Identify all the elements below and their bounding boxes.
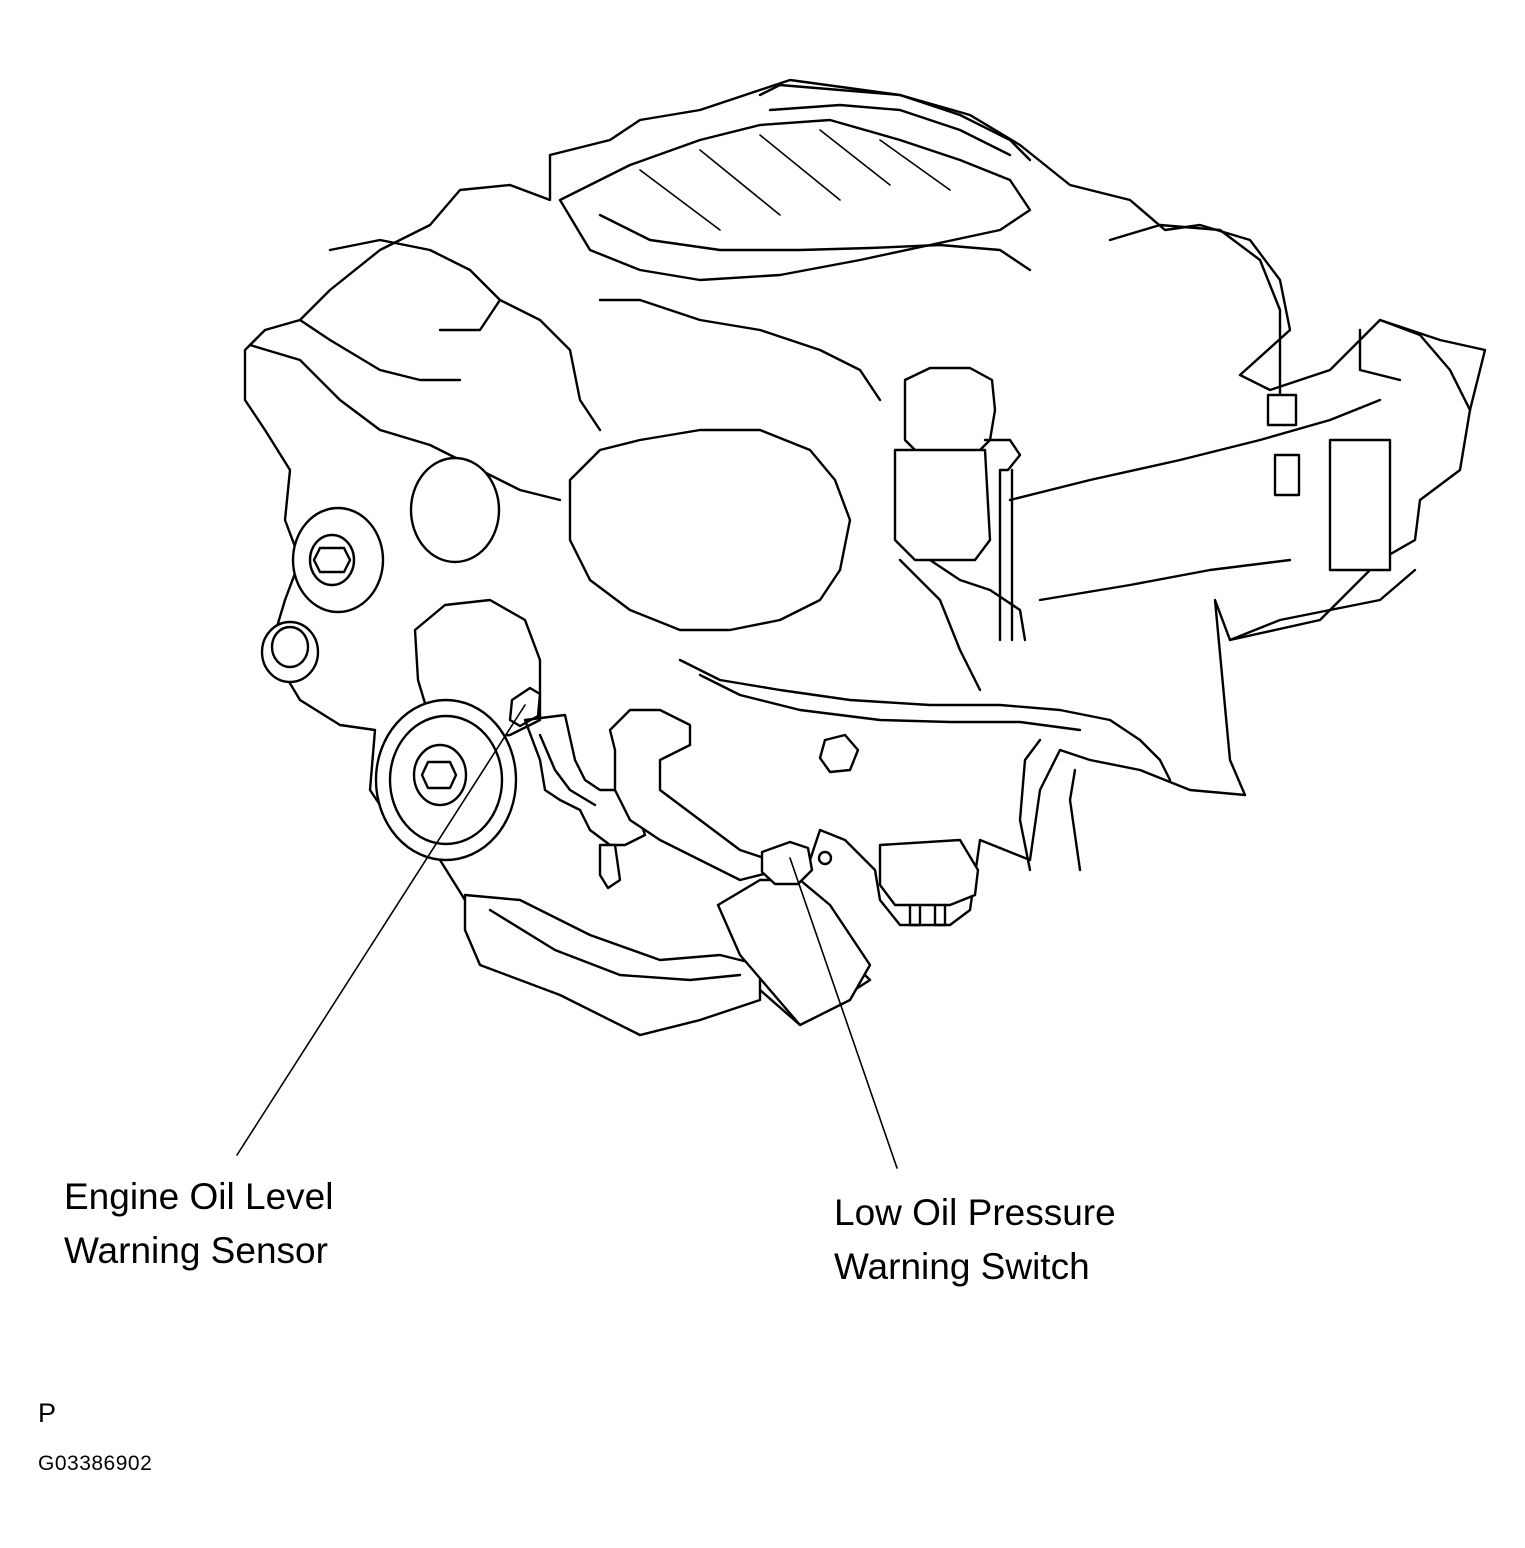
crank-pulley-hub [412, 743, 468, 807]
intake-runner [759, 134, 841, 201]
head-cover [328, 238, 502, 332]
top-pipe [768, 103, 1012, 157]
transmission-housing [1358, 328, 1402, 382]
leader-line-oil-pressure [789, 857, 898, 1169]
intake-runner [879, 139, 951, 191]
engine-block-outline [243, 78, 1487, 1037]
callout-oil-level-line2: Warning Sensor [64, 1230, 328, 1271]
throttle-body [568, 428, 852, 632]
throttle-detail [598, 298, 882, 402]
crank-pulley-groove [388, 714, 504, 846]
crank-bolt [420, 760, 458, 790]
wiring-harness [928, 558, 1027, 642]
leader-line-oil-level [236, 704, 526, 1156]
intake-manifold [558, 118, 1032, 282]
throttle-detail [498, 298, 602, 432]
figure-id: G03386902 [38, 1452, 153, 1475]
callout-oil-pressure-switch: Low Oil Pressure Warning Switch [834, 1186, 1116, 1294]
block-right-side [1228, 568, 1417, 642]
hose [598, 213, 1032, 272]
sensor-bracket [538, 733, 597, 807]
idler-pulley-hub [308, 533, 356, 587]
connector-box [1266, 393, 1298, 427]
cylinder-head-left [298, 318, 462, 382]
oil-pan-flange [488, 908, 742, 982]
wiring-harness [678, 658, 1172, 782]
hose-right [1108, 223, 1282, 402]
pulley-bolt [312, 546, 352, 574]
exhaust-pipe [1018, 738, 1042, 872]
small-pulley-cap [270, 625, 310, 669]
block-right-side [1038, 558, 1292, 602]
intake-runner [639, 169, 721, 231]
intake-runner [819, 129, 891, 186]
top-pipe [758, 83, 1032, 162]
sensor-bracket [523, 713, 647, 847]
callout-oil-pressure-line2: Warning Switch [834, 1246, 1090, 1287]
view-code: P [38, 1398, 57, 1428]
engine-mount [878, 838, 980, 907]
transmission-housing [1378, 318, 1472, 412]
mount-stud [908, 903, 922, 927]
connector-box [1273, 453, 1301, 497]
sensor-probe [598, 843, 622, 890]
callout-oil-pressure-line1: Low Oil Pressure [834, 1192, 1116, 1233]
block-right-side [1008, 398, 1382, 502]
mount-stud [933, 903, 947, 927]
transmission-housing [1328, 438, 1392, 572]
switch-terminal [817, 850, 833, 866]
exhaust-pipe [1068, 768, 1082, 872]
callout-oil-level-sensor: Engine Oil Level Warning Sensor [64, 1170, 333, 1278]
oil-pressure-switch [760, 840, 814, 886]
wiring-harness [698, 673, 1082, 732]
oil-filter-housing [608, 708, 782, 882]
callout-oil-level-line1: Engine Oil Level [64, 1176, 334, 1217]
dipstick [983, 438, 1022, 642]
engine-mount [818, 733, 860, 774]
upper-pulley [409, 456, 501, 564]
reservoir-body [893, 448, 992, 562]
reservoir-cap [903, 366, 997, 457]
cylinder-head-left [248, 343, 562, 502]
wiring-harness [898, 558, 982, 692]
intake-runner [699, 149, 781, 216]
oil-pan [463, 893, 762, 1037]
